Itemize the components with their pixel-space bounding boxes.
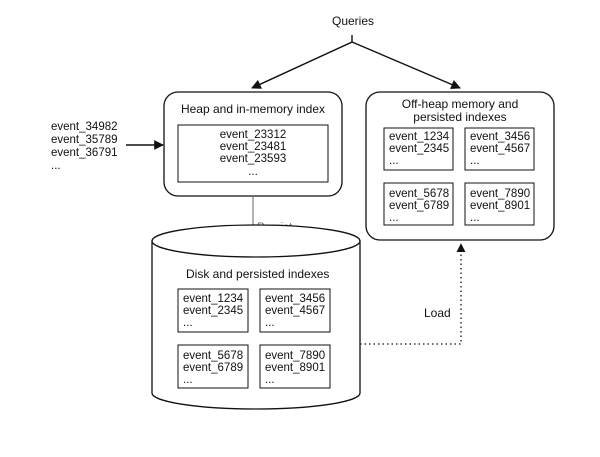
incoming-event: event_34982 [51, 121, 118, 133]
incoming-event: event_36791 [51, 147, 118, 159]
load-arrow [360, 243, 466, 345]
disk-event: event_2345 [183, 305, 243, 317]
disk-event: ... [183, 317, 193, 329]
incoming-event: ... [51, 160, 61, 172]
heap-event: event_23593 [220, 153, 287, 165]
offheap-event: event_8901 [470, 200, 530, 212]
offheap-event: ... [470, 155, 480, 167]
offheap-event: event_7890 [470, 188, 530, 200]
offheap-event: event_3456 [470, 131, 530, 143]
heap-index-box [177, 124, 329, 183]
offheap-event: event_6789 [389, 200, 449, 212]
offheap-node: Off-heap memory and persisted indexes ev… [365, 91, 555, 241]
disk-segment-box [177, 288, 249, 333]
disk-segment-box [177, 344, 249, 389]
disk-segment-box [259, 344, 331, 389]
offheap-event: event_5678 [389, 188, 449, 200]
incoming-events-list: event_34982 event_35789 event_36791 ... [51, 121, 118, 172]
disk-event: event_4567 [265, 305, 325, 317]
disk-event: event_1234 [183, 293, 244, 305]
disk-title: Disk and persisted indexes [186, 267, 329, 281]
offheap-event: event_4567 [470, 143, 530, 155]
heap-event: ... [248, 166, 258, 178]
offheap-title-line1: Off-heap memory and [402, 97, 519, 111]
disk-cylinder-top [151, 224, 361, 258]
offheap-event: event_2345 [389, 143, 449, 155]
offheap-event: ... [389, 212, 399, 224]
offheap-segment-box [464, 127, 535, 171]
query-arrow-to-heap [251, 35, 353, 89]
offheap-segment-box [464, 182, 535, 226]
disk-event: ... [265, 317, 275, 329]
disk-event: event_8901 [265, 362, 325, 374]
disk-segment-box [259, 288, 331, 333]
offheap-segment-box [383, 127, 454, 171]
queries-label: Queries [332, 14, 374, 28]
offheap-event: ... [389, 155, 399, 167]
heap-event: event_23481 [220, 141, 287, 153]
offheap-title-line2: persisted indexes [413, 110, 506, 124]
offheap-segment-box [383, 182, 454, 226]
query-arrow-to-offheap [351, 41, 461, 90]
incoming-event: event_35789 [51, 134, 118, 146]
disk-event: event_6789 [183, 362, 243, 374]
disk-node: Disk and persisted indexes event_1234 ev… [151, 224, 361, 410]
offheap-event: ... [470, 212, 480, 224]
offheap-event: event_1234 [389, 131, 450, 143]
disk-event: event_5678 [183, 350, 243, 362]
heap-event: event_23312 [220, 129, 287, 141]
disk-event: event_3456 [265, 293, 325, 305]
load-label: Load [424, 306, 451, 320]
disk-event: ... [265, 374, 275, 386]
heap-node: Heap and in-memory index event_23312 eve… [163, 91, 343, 197]
disk-event: ... [183, 374, 193, 386]
disk-event: event_7890 [265, 350, 325, 362]
heap-title: Heap and in-memory index [181, 102, 325, 116]
